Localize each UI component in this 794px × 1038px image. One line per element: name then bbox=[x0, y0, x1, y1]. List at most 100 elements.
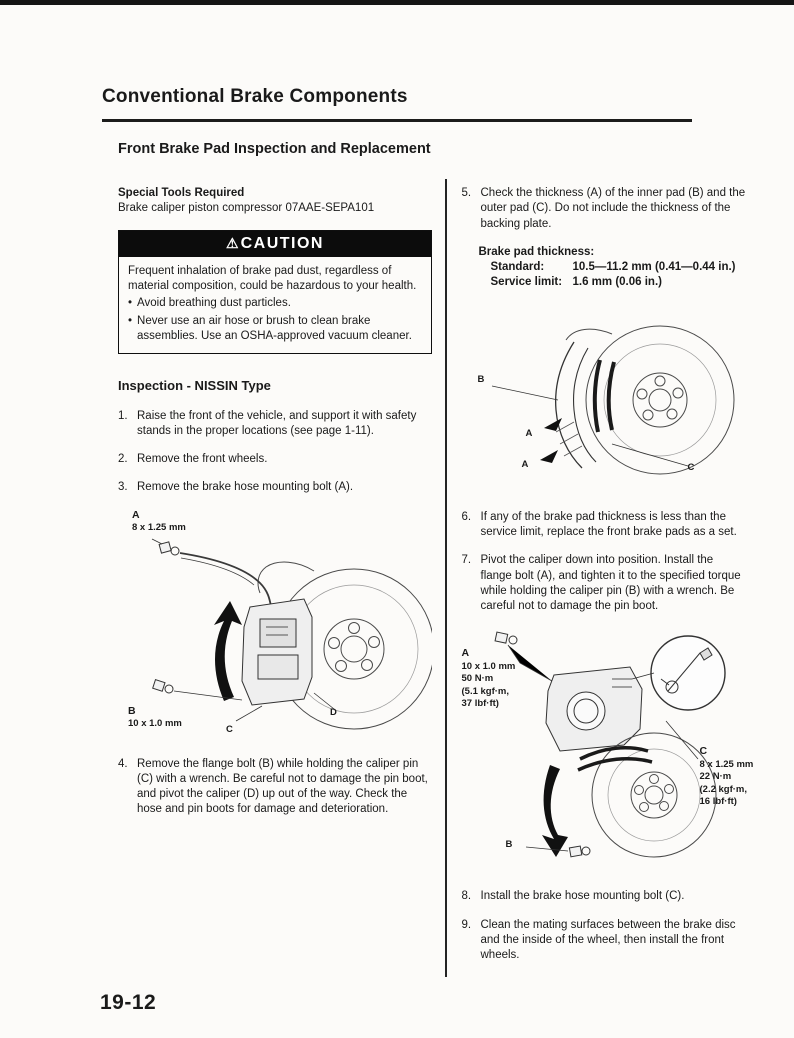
figure-pad-thickness: B A A C bbox=[462, 304, 746, 496]
figure-label-a: A bbox=[132, 508, 140, 521]
figure-label-a-size: 8 x 1.25 mm bbox=[132, 522, 186, 534]
figure-label-c: C bbox=[687, 461, 695, 473]
procedure-steps-right-3: 8. Install the brake hose mounting bolt … bbox=[462, 889, 746, 963]
column-divider bbox=[445, 179, 447, 977]
step-6: 6. If any of the brake pad thickness is … bbox=[462, 510, 746, 541]
step-number: 9. bbox=[461, 918, 472, 931]
torque-spec-line: (2.2 kgf·m, bbox=[699, 783, 748, 795]
pad-arrow-1 bbox=[543, 417, 562, 431]
bullet-dot: • bbox=[128, 314, 133, 327]
procedure-steps-left-2: 4. Remove the flange bolt (B) while hold… bbox=[118, 757, 432, 818]
figure-label-b: B bbox=[128, 704, 136, 717]
figure-label-d: D bbox=[330, 706, 337, 718]
step-number: 1. bbox=[118, 409, 128, 422]
step-number: 8. bbox=[461, 890, 472, 903]
section-title: Front Brake Pad Inspection and Replaceme… bbox=[118, 141, 431, 157]
step-number: 7. bbox=[461, 554, 472, 567]
caliper-body bbox=[544, 666, 643, 752]
two-column-layout: Special Tools Required Brake caliper pis… bbox=[118, 179, 754, 977]
caution-header: ⚠CAUTION bbox=[119, 230, 431, 257]
step-number: 5. bbox=[461, 187, 472, 199]
torque-spec-line: (5.1 kgf·m, bbox=[461, 685, 510, 697]
page-number: 19-12 bbox=[100, 991, 157, 1014]
caution-body: Frequent inhalation of brake pad dust, r… bbox=[119, 257, 431, 353]
flange-bolt-b bbox=[152, 678, 174, 694]
step-2: 2. Remove the front wheels. bbox=[118, 452, 432, 467]
step-text: Remove the front wheels. bbox=[137, 453, 268, 466]
step-text: Remove the brake hose mounting bolt (A). bbox=[137, 481, 354, 494]
detail-circle bbox=[649, 635, 726, 712]
caution-box: ⚠CAUTION Frequent inhalation of brake pa… bbox=[118, 229, 432, 355]
figure-label-a: A bbox=[461, 647, 470, 660]
brake-pads bbox=[576, 746, 652, 772]
special-tools-heading: Special Tools Required bbox=[118, 187, 245, 199]
step-text: Install the brake hose mounting bolt (C)… bbox=[480, 890, 685, 903]
left-column: Special Tools Required Brake caliper pis… bbox=[118, 179, 432, 977]
figure-label-b: B bbox=[505, 839, 513, 851]
special-tools-block: Special Tools Required Brake caliper pis… bbox=[118, 186, 432, 217]
inspection-heading: Inspection - NISSIN Type bbox=[118, 378, 271, 394]
figure1-drawing bbox=[151, 538, 432, 730]
step-text: If any of the brake pad thickness is les… bbox=[480, 510, 737, 538]
figure-label-b-size: 10 x 1.0 mm bbox=[128, 718, 182, 730]
figure3-label-a-block: A 10 x 1.0 mm 50 N·m (5.1 kgf·m, 37 lbf·… bbox=[462, 647, 516, 710]
procedure-steps-right-2: 6. If any of the brake pad thickness is … bbox=[462, 510, 746, 615]
thickness-service-row: Service limit: 1.6 mm (0.06 in.) bbox=[491, 275, 746, 290]
figure2-drawing bbox=[491, 325, 734, 475]
caliper-body bbox=[241, 598, 313, 706]
caliper-bracket bbox=[554, 341, 596, 469]
torque-spec-line: 22 N·m bbox=[699, 771, 732, 783]
wrench-on-pin bbox=[660, 647, 713, 694]
flange-bolt-a bbox=[493, 631, 517, 645]
caution-bullet: • Avoid breathing dust particles. bbox=[128, 296, 422, 311]
torque-spec-line: 37 lbf·ft) bbox=[461, 698, 499, 710]
figure3-label-c-block: C 8 x 1.25 mm 22 N·m (2.2 kgf·m, 16 lbf·… bbox=[700, 745, 754, 808]
mounting-bolt-a bbox=[158, 540, 180, 556]
procedure-steps-right: 5. Check the thickness (A) of the inner … bbox=[462, 186, 746, 232]
brake-disc bbox=[591, 732, 716, 858]
torque-spec-line: 50 N·m bbox=[461, 673, 494, 685]
figure-label-a-inner: A bbox=[525, 427, 533, 439]
brake-pads bbox=[592, 359, 616, 433]
caution-intro: Frequent inhalation of brake pad dust, r… bbox=[128, 264, 417, 293]
step-7: 7. Pivot the caliper down into position.… bbox=[462, 553, 746, 614]
step-9: 9. Clean the mating surfaces between the… bbox=[462, 918, 746, 964]
figure-label-b: B bbox=[477, 373, 485, 385]
caution-title: CAUTION bbox=[240, 234, 324, 252]
scan-edge bbox=[0, 0, 794, 5]
step-5: 5. Check the thickness (A) of the inner … bbox=[462, 186, 746, 232]
figure3-drawing bbox=[493, 631, 726, 858]
thickness-heading: Brake pad thickness: bbox=[478, 245, 595, 258]
caution-bullet: • Never use an air hose or brush to clea… bbox=[128, 314, 422, 345]
step-3: 3. Remove the brake hose mounting bolt (… bbox=[118, 480, 432, 495]
step-number: 4. bbox=[118, 757, 128, 770]
figure-label-c: C bbox=[226, 723, 233, 735]
step-text: Clean the mating surfaces between the br… bbox=[480, 918, 736, 962]
pivot-up-arrow bbox=[214, 600, 242, 701]
hose-bolt-b bbox=[568, 845, 590, 858]
step-number: 3. bbox=[118, 481, 128, 494]
special-tools-item: Brake caliper piston compressor 07AAE-SE… bbox=[118, 202, 375, 215]
figure-label-a-outer: A bbox=[521, 458, 529, 470]
right-column: 5. Check the thickness (A) of the inner … bbox=[462, 179, 754, 977]
procedure-steps-left: 1. Raise the front of the vehicle, and s… bbox=[118, 409, 432, 496]
step-text: Raise the front of the vehicle, and supp… bbox=[137, 409, 417, 437]
torque-spec-line: 10 x 1.0 mm bbox=[461, 661, 516, 673]
thickness-standard-label: Standard: bbox=[490, 261, 545, 274]
thickness-standard-row: Standard: 10.5—11.2 mm (0.41—0.44 in.) bbox=[491, 260, 746, 275]
figure1-label-b-block: B 10 x 1.0 mm bbox=[128, 705, 182, 731]
thickness-service-label: Service limit: bbox=[490, 276, 563, 289]
step-number: 2. bbox=[118, 453, 128, 466]
step-4: 4. Remove the flange bolt (B) while hold… bbox=[118, 757, 432, 818]
brake-hose bbox=[179, 551, 273, 611]
bullet-dot: • bbox=[128, 297, 133, 310]
pivot-down-arrow bbox=[541, 765, 568, 858]
step-text: Remove the flange bolt (B) while holding… bbox=[137, 757, 428, 816]
figure-brake-hose-bolt: A 8 x 1.25 mm B 10 x 1.0 mm C D bbox=[118, 509, 432, 747]
thickness-standard-value: 10.5—11.2 mm (0.41—0.44 in.) bbox=[572, 261, 736, 274]
step-text: Check the thickness (A) of the inner pad… bbox=[480, 187, 746, 230]
step-1: 1. Raise the front of the vehicle, and s… bbox=[118, 409, 432, 440]
step-number: 6. bbox=[461, 510, 472, 523]
step-text: Pivot the caliper down into position. In… bbox=[480, 554, 741, 613]
